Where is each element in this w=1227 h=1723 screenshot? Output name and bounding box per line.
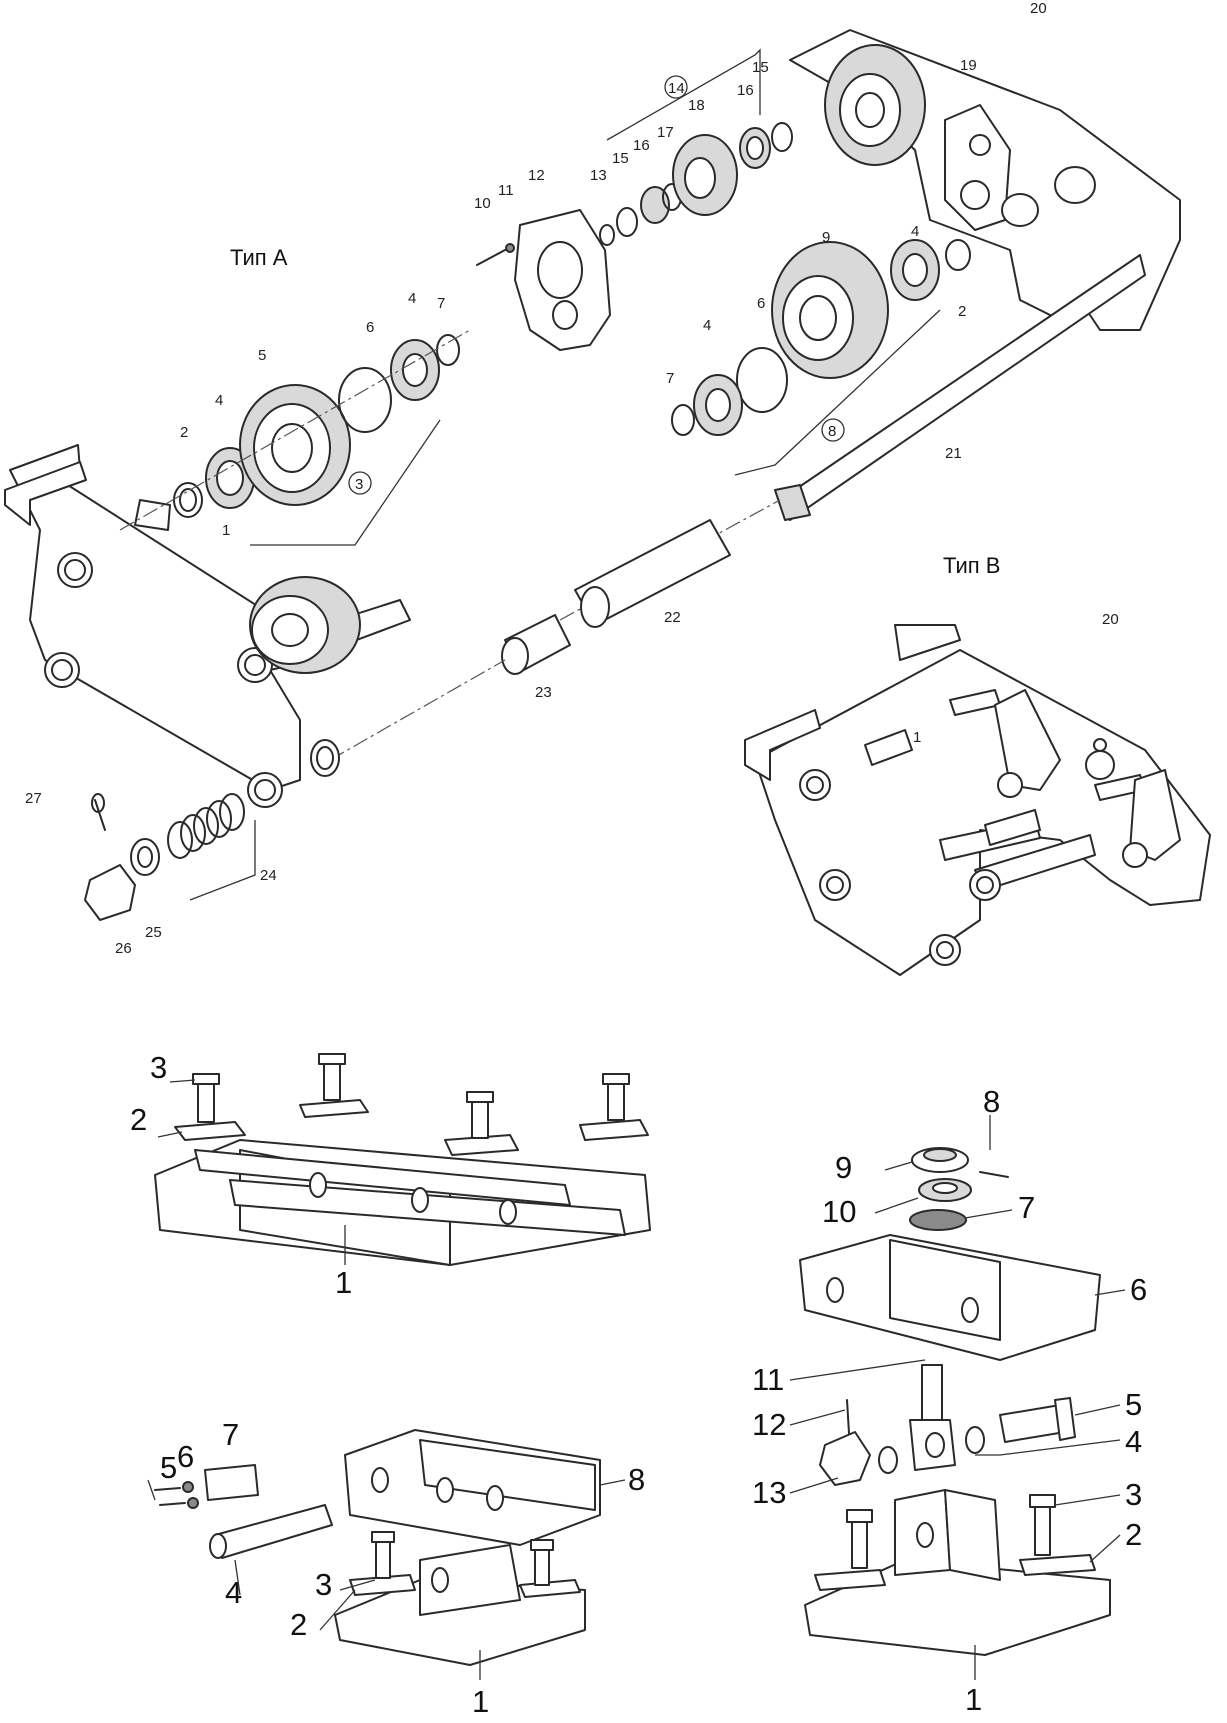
callout-16b: 16 xyxy=(737,82,754,99)
callout-20: 20 xyxy=(1030,0,1047,17)
mount-left-assembly: 5 6 7 8 4 3 2 1 xyxy=(154,1417,645,1719)
mount-left-callout-2: 2 xyxy=(290,1607,307,1642)
mount-right-assembly: 8 9 10 7 6 11 12 5 4 13 3 2 1 xyxy=(752,1084,1147,1717)
mount-right-callout-5: 5 xyxy=(1125,1387,1142,1422)
mount-right-callout-13: 13 xyxy=(752,1475,786,1510)
mount-right-callout-10: 10 xyxy=(822,1194,856,1229)
mount-right-callout-9: 9 xyxy=(835,1150,852,1185)
mount-left-callout-6: 6 xyxy=(177,1439,194,1474)
callout-15b: 15 xyxy=(752,59,769,76)
callout-6: 6 xyxy=(366,319,374,336)
mount-right-callout-11: 11 xyxy=(752,1362,784,1397)
mount-left-callout-3: 3 xyxy=(315,1567,332,1602)
callout-13: 13 xyxy=(590,167,607,184)
callout-4b: 4 xyxy=(408,290,416,307)
mount-left-callout-5: 5 xyxy=(160,1450,177,1485)
mount-left-callout-8: 8 xyxy=(628,1462,645,1497)
base-frame-assembly: 3 2 1 xyxy=(130,1050,651,1300)
frame-callout-1: 1 xyxy=(335,1265,352,1300)
callout-11: 11 xyxy=(498,182,514,199)
callout-4c: 4 xyxy=(911,223,919,240)
callout-8: 8 xyxy=(828,423,836,440)
callout-12: 12 xyxy=(528,167,545,184)
type-a-callouts: Тип А 1 2 3 4 4 5 6 7 10 11 12 13 14 15 … xyxy=(25,0,1047,957)
callout-14: 14 xyxy=(668,80,685,97)
mount-right-callout-12: 12 xyxy=(752,1407,786,1442)
callout-10: 10 xyxy=(474,195,491,212)
type-b-title: Тип В xyxy=(943,553,1000,578)
callout-5: 5 xyxy=(258,347,266,364)
callout-26: 26 xyxy=(115,940,132,957)
callout-2b: 2 xyxy=(958,303,966,320)
mount-right-callout-6: 6 xyxy=(1130,1272,1147,1307)
frame-callout-3: 3 xyxy=(150,1050,167,1085)
callout-18: 18 xyxy=(688,97,705,114)
callout-17: 17 xyxy=(657,124,674,141)
type-a-title: Тип А xyxy=(230,245,288,270)
callout-25: 25 xyxy=(145,924,162,941)
callout-6b: 6 xyxy=(757,295,765,312)
callout-16a: 16 xyxy=(633,137,650,154)
callout-2: 2 xyxy=(180,424,188,441)
callout-3: 3 xyxy=(355,476,363,493)
mount-right-callout-2: 2 xyxy=(1125,1517,1142,1552)
callout-15a: 15 xyxy=(612,150,629,167)
mount-right-callout-7: 7 xyxy=(1018,1190,1035,1225)
type-b-assembly: Тип В 20 1 xyxy=(744,553,1211,976)
callout-19: 19 xyxy=(960,57,977,74)
callout-24: 24 xyxy=(260,867,277,884)
type-b-callout-20: 20 xyxy=(1102,611,1119,628)
mount-right-callout-4: 4 xyxy=(1125,1424,1142,1459)
mount-right-callout-1: 1 xyxy=(965,1682,982,1717)
mount-left-callout-7: 7 xyxy=(222,1417,239,1452)
leader-lines xyxy=(147,1079,1126,1680)
callout-9: 9 xyxy=(822,229,830,246)
callout-22: 22 xyxy=(664,609,681,626)
callout-4a: 4 xyxy=(215,392,223,409)
callout-23: 23 xyxy=(535,684,552,701)
callout-21: 21 xyxy=(945,445,962,462)
callout-4d: 4 xyxy=(703,317,711,334)
callout-27: 27 xyxy=(25,790,42,807)
type-a-assembly xyxy=(4,29,1181,921)
mount-right-callout-8: 8 xyxy=(983,1084,1000,1119)
mount-left-callout-1: 1 xyxy=(472,1684,489,1719)
callout-7b: 7 xyxy=(666,370,674,387)
frame-callout-2: 2 xyxy=(130,1102,147,1137)
mount-right-callout-3: 3 xyxy=(1125,1477,1142,1512)
callout-7: 7 xyxy=(437,295,445,312)
type-b-callout-1: 1 xyxy=(913,729,921,746)
callout-1: 1 xyxy=(222,522,230,539)
